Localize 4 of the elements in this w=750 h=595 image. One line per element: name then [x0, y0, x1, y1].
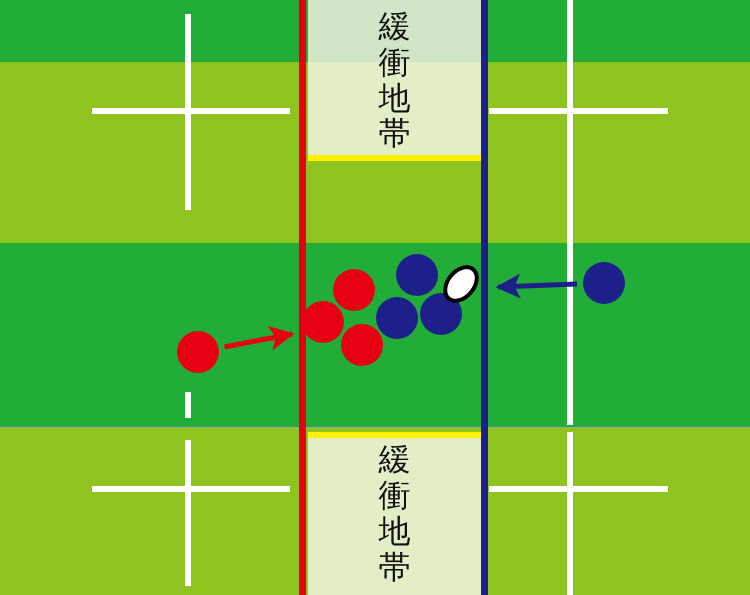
- zone-label: 緩衝地帯: [378, 442, 412, 586]
- arrow: [224, 326, 294, 350]
- arrow: [496, 274, 578, 299]
- zone-label: 緩衝地帯: [378, 8, 412, 152]
